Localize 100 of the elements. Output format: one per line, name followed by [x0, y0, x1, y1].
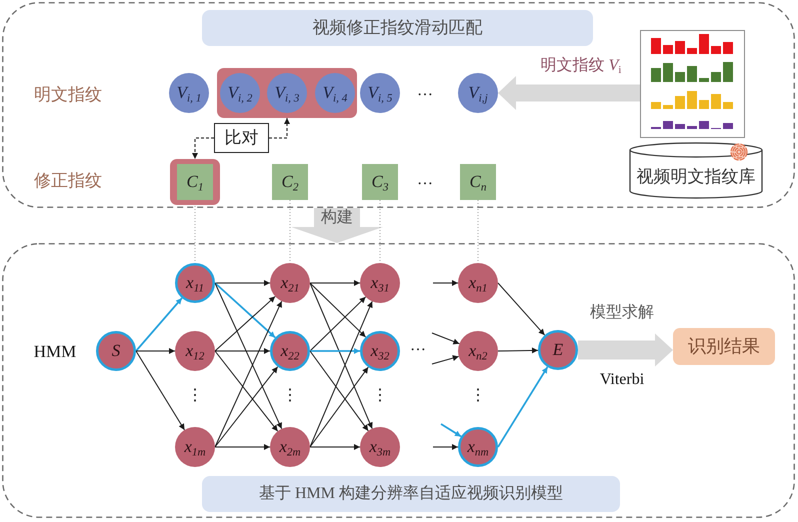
- arrow: [214, 444, 270, 450]
- ellipsis: …: [410, 336, 426, 356]
- state-circle: [360, 331, 400, 371]
- symbol-label: x$_{nm}$: [467, 437, 489, 457]
- symbol-label: x$_{31}$: [370, 273, 390, 293]
- heading-text: 视频修正指纹滑动匹配: [312, 18, 482, 38]
- dashed-arrow: [192, 138, 214, 160]
- result-text: 识别结果: [688, 336, 760, 357]
- arrow: [214, 300, 282, 448]
- symbol-label: x$_{11}$: [186, 273, 204, 293]
- fingerprint-circle: [458, 73, 498, 113]
- row-label: 修正指纹: [34, 171, 102, 191]
- symbol-label: V$_{i,j}$: [468, 83, 488, 103]
- arrow: [136, 348, 176, 354]
- compare-text: 比对: [224, 128, 258, 148]
- dashed-panel: [2, 2, 795, 208]
- model-label: HMM: [34, 342, 76, 362]
- block-arrow: [578, 334, 673, 366]
- symbol-label: V$_{i, 3}$: [274, 83, 300, 103]
- symbol-label: V$_{i, 4}$: [322, 83, 348, 103]
- arrow: [310, 350, 369, 432]
- fingerprint-circle: [267, 73, 307, 113]
- symbol-label: C$_{n}$: [470, 172, 486, 192]
- block-arrow: [498, 76, 640, 110]
- fingerprint-square: [272, 164, 308, 200]
- arrow: [310, 280, 360, 286]
- arrow: [310, 444, 360, 450]
- state-circle: [175, 331, 215, 371]
- ellipsis: …: [417, 170, 433, 190]
- arrow: [214, 348, 270, 354]
- bar-chart-picture: [640, 30, 745, 138]
- symbol-label: C$_{1}$: [186, 172, 204, 192]
- symbol-label: V$_{i, 5}$: [368, 83, 392, 103]
- vertical-ellipsis: ⋮: [187, 386, 203, 406]
- symbol-label: x$_{22}$: [280, 341, 300, 361]
- state-circle: [360, 427, 400, 467]
- title-banner: [202, 10, 593, 46]
- symbol-label: x$_{n2}$: [468, 341, 488, 361]
- arrow: [310, 296, 366, 352]
- arrow: [432, 444, 458, 450]
- vertical-ellipsis: ⋮: [282, 386, 298, 406]
- arrow: [214, 280, 270, 286]
- state-circle: [175, 427, 215, 467]
- method-label: Viterbi: [600, 370, 644, 390]
- state-circle: [538, 330, 578, 370]
- arrow: [214, 296, 276, 352]
- edge-label: 明文指纹 V$_{i}$: [540, 56, 622, 76]
- arrow: [498, 347, 538, 354]
- dashed-panel: [2, 243, 795, 518]
- symbol-label: C$_{2}$: [282, 172, 298, 192]
- arrow: [310, 366, 369, 448]
- arrow: [440, 423, 462, 438]
- arrow: [432, 355, 460, 364]
- highlight-box: [170, 159, 220, 205]
- title-banner: [202, 476, 620, 512]
- state-circle: [360, 263, 400, 303]
- arrow: [135, 298, 183, 352]
- fingerprint-square: [460, 164, 496, 200]
- symbol-label: x$_{21}$: [280, 273, 300, 293]
- arrow: [310, 282, 373, 430]
- fingerprint-circle: [315, 73, 355, 113]
- database-cylinder: [629, 142, 763, 199]
- fingerprint-square: [177, 164, 213, 200]
- state-circle: [270, 331, 310, 371]
- symbol-label: x$_{32}$: [370, 341, 390, 361]
- symbol-label: x$_{12}$: [186, 341, 204, 361]
- heading-text: 基于 HMM 构建分辨率自适应视频识别模型: [258, 484, 563, 504]
- state-circle: [458, 263, 498, 303]
- state-circle: [458, 331, 498, 371]
- symbol-label: x$_{1m}$: [184, 437, 206, 457]
- compare-box: [214, 123, 269, 153]
- fingerprint-circle: [169, 73, 209, 113]
- vertical-ellipsis: ⋮: [470, 386, 486, 406]
- arrow: [432, 332, 460, 344]
- arrow: [310, 300, 373, 448]
- symbol-label: V$_{i, 1}$: [176, 83, 202, 103]
- arrow: [136, 350, 186, 430]
- state-circle: [270, 427, 310, 467]
- edge-label: 构建: [319, 208, 355, 228]
- database-label: 视频明文指纹库: [636, 167, 756, 187]
- arrow: [214, 366, 278, 448]
- arrow: [214, 350, 278, 432]
- row-label: 明文指纹: [34, 85, 102, 105]
- edge-label: 模型求解: [590, 304, 654, 322]
- symbol-label: x$_{n1}$: [468, 273, 488, 293]
- highlight-box: [217, 68, 357, 118]
- result-box: [673, 328, 775, 365]
- symbol-label: E: [552, 340, 564, 360]
- dashed-arrow: [268, 118, 290, 138]
- symbol-label: V$_{i, 2}$: [228, 83, 252, 103]
- state-circle: [175, 263, 215, 303]
- arrow: [214, 282, 282, 430]
- symbol-label: x$_{2m}$: [279, 437, 301, 457]
- state-circle: [270, 263, 310, 303]
- vertical-ellipsis: ⋮: [372, 386, 388, 406]
- fingerprint-circle: [360, 73, 400, 113]
- arrow: [310, 282, 366, 338]
- arrow: [432, 280, 458, 286]
- arrow: [497, 366, 548, 448]
- symbol-label: x$_{3m}$: [369, 437, 391, 457]
